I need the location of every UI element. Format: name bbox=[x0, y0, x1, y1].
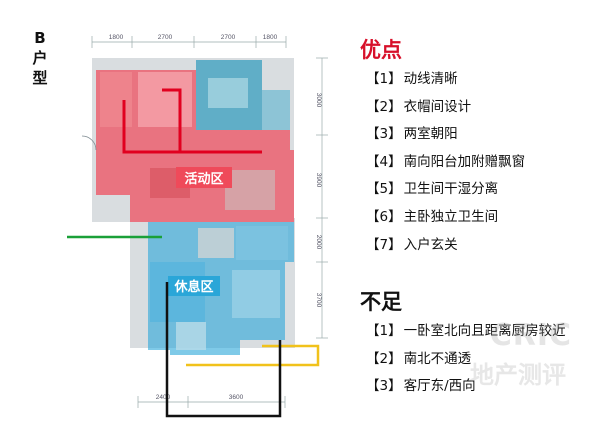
item-tag: 【3】 bbox=[366, 126, 402, 143]
dim-right-3: 2000 bbox=[315, 235, 322, 250]
list-item: 【4】南向阳台加附赠飘窗 bbox=[366, 149, 525, 177]
rest-zone-label: 休息区 bbox=[173, 279, 213, 295]
dim-top-3: 2700 bbox=[221, 34, 236, 41]
pros-list: 【1】动线清晰 【2】衣帽间设计 【3】两室朝阳 【4】南向阳台加附赠飘窗 【5… bbox=[366, 66, 525, 259]
dim-top-1: 1800 bbox=[109, 34, 124, 41]
item-text: 南向阳台加附赠飘窗 bbox=[403, 153, 526, 170]
dim-right-2: 3900 bbox=[315, 173, 322, 188]
pros-heading: 优点 bbox=[360, 38, 402, 62]
list-item: 【3】两室朝阳 bbox=[366, 121, 525, 149]
black-line bbox=[165, 282, 282, 418]
item-text: 卫生间干湿分离 bbox=[403, 181, 499, 198]
list-item: 【6】主卧独立卫生间 bbox=[366, 204, 525, 232]
item-tag: 【3】 bbox=[366, 378, 402, 395]
cons-heading: 不足 bbox=[360, 290, 402, 314]
dim-top-4: 1800 bbox=[263, 34, 278, 41]
entry-door bbox=[81, 135, 97, 151]
item-text: 衣帽间设计 bbox=[403, 98, 472, 115]
list-item: 【7】入户玄关 bbox=[366, 232, 525, 260]
item-text: 入户玄关 bbox=[403, 236, 458, 253]
watermark-logo: CRIC bbox=[489, 318, 572, 353]
rest-zone-badge bbox=[168, 276, 220, 296]
active-zone-badge bbox=[176, 167, 232, 188]
item-text: 一卧室北向且距离厨房较近 bbox=[403, 323, 566, 339]
item-text: 动线清晰 bbox=[403, 71, 458, 87]
item-tag: 【1】 bbox=[366, 323, 402, 339]
unit-title-char: 户 bbox=[32, 49, 48, 67]
unit-title-char: B bbox=[34, 29, 46, 47]
active-zone-label: 活动区 bbox=[184, 171, 223, 187]
yellow-line bbox=[186, 344, 320, 367]
list-item: 【3】客厅东/西向 bbox=[366, 373, 566, 401]
item-tag: 【4】 bbox=[366, 153, 402, 170]
item-text: 主卧独立卫生间 bbox=[403, 208, 499, 225]
item-tag: 【7】 bbox=[366, 236, 402, 253]
list-item: 【5】卫生间干湿分离 bbox=[366, 176, 525, 204]
watermark-text: 地产测评 bbox=[470, 361, 566, 389]
item-text: 南北不通透 bbox=[403, 350, 472, 367]
dim-right-1: 3000 bbox=[315, 93, 322, 108]
dimension-right bbox=[316, 57, 328, 339]
item-text: 客厅东/西向 bbox=[403, 378, 476, 395]
active-zone bbox=[96, 70, 294, 222]
item-tag: 【6】 bbox=[366, 208, 402, 225]
list-item: 【1】动线清晰 bbox=[366, 66, 525, 94]
list-item: 【2】南北不通透 bbox=[366, 346, 566, 374]
item-tag: 【2】 bbox=[366, 350, 402, 367]
dim-bottom-2: 3600 bbox=[229, 394, 244, 401]
dim-top-2: 2700 bbox=[158, 34, 173, 41]
circulation-red bbox=[122, 88, 262, 154]
item-tag: 【1】 bbox=[366, 71, 402, 87]
list-item: 【1】一卧室北向且距离厨房较近 bbox=[366, 318, 566, 346]
unit-type-title: B 户 型 bbox=[30, 28, 50, 88]
item-tag: 【5】 bbox=[366, 181, 402, 198]
unit-title-char: 型 bbox=[32, 69, 48, 87]
dim-bottom-1: 2400 bbox=[156, 394, 171, 401]
cons-list: 【1】一卧室北向且距离厨房较近 【2】南北不通透 【3】客厅东/西向 bbox=[366, 318, 566, 401]
item-text: 两室朝阳 bbox=[403, 126, 458, 143]
analysis-panel: 优点 【1】动线清晰 【2】衣帽间设计 【3】两室朝阳 【4】南向阳台加附赠飘窗… bbox=[360, 0, 600, 429]
dim-right-4: 3700 bbox=[315, 293, 322, 308]
dimension-top bbox=[91, 36, 287, 48]
dimension-bottom bbox=[137, 396, 286, 408]
item-tag: 【2】 bbox=[366, 98, 402, 115]
list-item: 【2】衣帽间设计 bbox=[366, 94, 525, 122]
